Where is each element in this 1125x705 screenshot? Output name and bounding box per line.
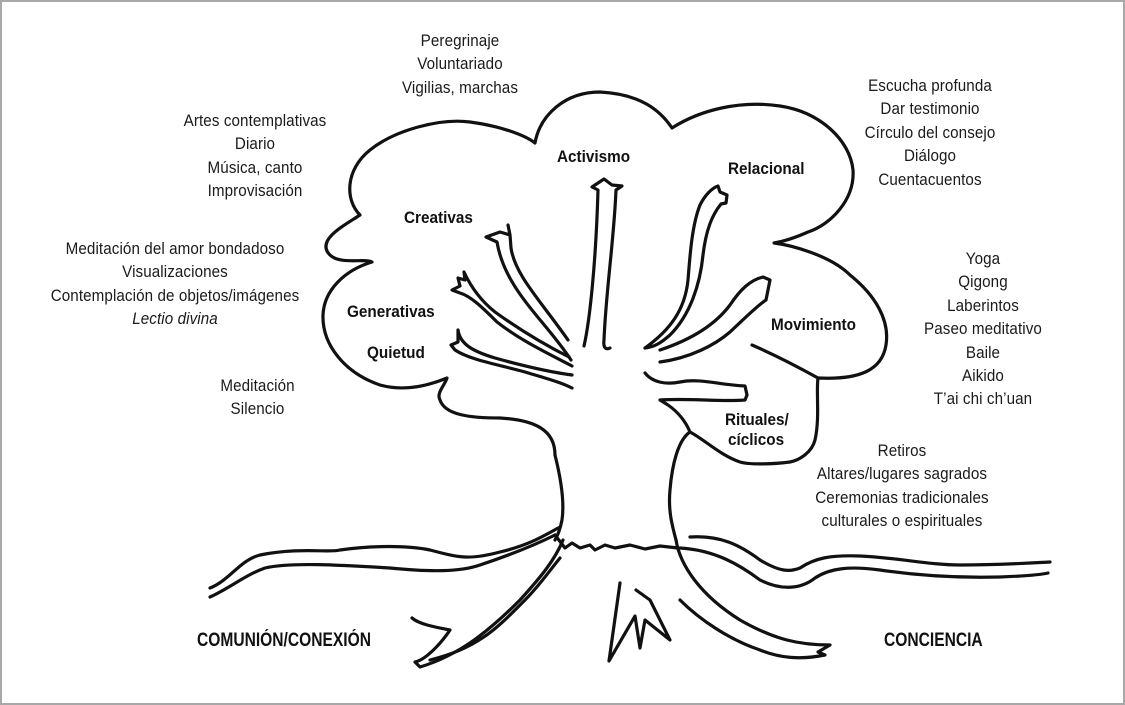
branch-creativas — [484, 223, 573, 362]
practice-item: Artes contemplativas — [183, 112, 327, 130]
practices-creativas: Artes contemplativas Diario Música, cant… — [172, 110, 338, 204]
practice-item: Aikido — [962, 367, 1004, 386]
branch-quietud — [449, 328, 574, 390]
branch-rituales — [643, 371, 749, 434]
branch-activismo — [582, 177, 624, 351]
trunk-right — [667, 430, 692, 542]
practice-item: Meditación — [220, 377, 295, 395]
practice-item: Peregrinaje — [420, 32, 500, 50]
practice-item: Silencio — [230, 400, 285, 419]
practice-item: Yoga — [965, 250, 1001, 268]
ground-right-upper — [688, 535, 1052, 572]
ground-right-lower — [678, 546, 1050, 589]
practice-item: Dar testimonio — [880, 100, 980, 119]
practice-item: Laberintos — [947, 296, 1019, 315]
branch-label-movimiento: Movimiento — [771, 315, 857, 334]
practice-item: Ceremonias tradicionales — [815, 488, 989, 507]
branch-movimiento-edge — [750, 343, 820, 380]
practice-item: Vigilias, marchas — [401, 78, 519, 97]
practice-item: Diario — [234, 135, 276, 154]
practices-relacional: Escucha profunda Dar testimonio Círculo … — [847, 75, 1013, 192]
practices-quietud: Meditación Silencio — [205, 375, 311, 422]
branch-label-rituales-line2: cíclicos — [728, 430, 785, 449]
ground-left-lower — [208, 533, 557, 599]
root-label-right: CONCIENCIA — [884, 630, 983, 651]
root-label-left: COMUNIÓN/CONEXIÓN — [197, 630, 371, 651]
practice-item: Escucha profunda — [868, 77, 992, 95]
practice-item: Contemplación de objetos/imágenes — [50, 286, 300, 305]
practice-item: T’ai chi ch’uan — [933, 390, 1033, 409]
practice-item: Paseo meditativo — [924, 320, 1042, 339]
branch-label-generativas: Generativas — [347, 302, 435, 321]
practice-item: culturales o espirituales — [821, 512, 983, 531]
practice-item: Improvisación — [207, 182, 303, 201]
practice-item: Retiros — [877, 442, 927, 460]
practices-movimiento: Yoga Qigong Laberintos Paseo meditativo … — [914, 248, 1052, 412]
root-left — [410, 538, 565, 669]
branch-relacional — [643, 184, 729, 350]
branch-label-quietud: Quietud — [367, 343, 425, 362]
practice-item: Cuentacuentos — [878, 170, 982, 189]
practice-item: Baile — [965, 343, 1001, 362]
practice-item: Meditación del amor bondadoso — [65, 240, 285, 258]
root-right — [674, 538, 832, 660]
canopy-outline — [321, 90, 889, 466]
root-center — [607, 581, 672, 663]
branch-label-creativas: Creativas — [404, 208, 473, 227]
branch-movimiento — [658, 275, 772, 364]
practices-activismo: Peregrinaje Voluntariado Vigilias, march… — [386, 30, 533, 100]
trunk-left — [553, 453, 565, 542]
practice-item: Qigong — [958, 273, 1008, 292]
trunk-base-crown — [553, 533, 680, 552]
practice-item: Voluntariado — [417, 55, 503, 74]
branch-label-activismo: Activismo — [557, 147, 631, 166]
branch-generativas — [450, 270, 574, 368]
practices-rituales: Retiros Altares/lugares sagrados Ceremon… — [801, 440, 1003, 534]
practice-item: Visualizaciones — [122, 263, 228, 282]
practices-generativas: Meditación del amor bondadoso Visualizac… — [37, 238, 313, 332]
practice-item: Diálogo — [903, 147, 957, 166]
practice-item: Música, canto — [207, 158, 303, 177]
practice-item-italic: Lectio divina — [132, 310, 218, 329]
practice-item: Círculo del consejo — [864, 123, 996, 142]
root-middle — [428, 556, 562, 662]
practice-item: Altares/lugares sagrados — [816, 465, 988, 484]
branch-label-rituales-line1: Rituales/ — [725, 410, 789, 429]
ground-left-upper — [208, 525, 562, 590]
branch-label-relacional: Relacional — [728, 159, 805, 178]
